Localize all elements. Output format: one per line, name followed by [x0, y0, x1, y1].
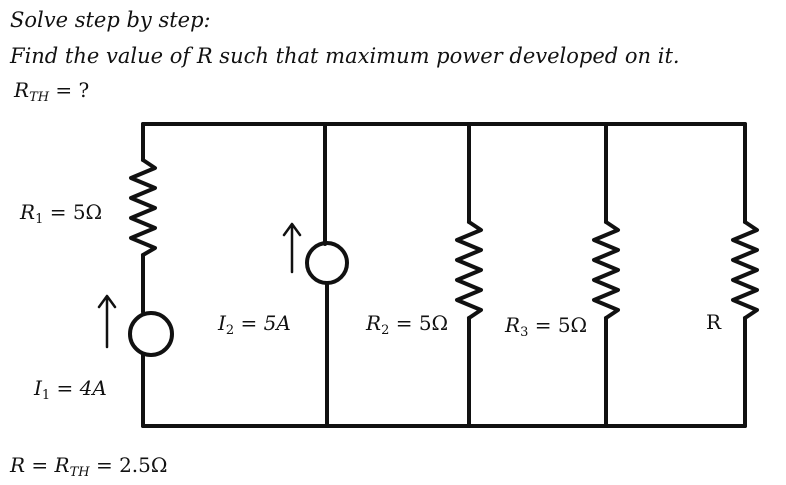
rth-question: RTH = ? [14, 78, 90, 105]
r-load-label: R [706, 310, 722, 334]
r1-resistor [129, 158, 157, 257]
r2-label: R2 = 5Ω [366, 311, 449, 338]
r1-label: R1 = 5Ω [20, 200, 103, 227]
r-load-resistor [731, 220, 759, 320]
answer-text: R = RTH = 2.5Ω [10, 453, 168, 480]
r2-resistor [455, 220, 483, 320]
i1-current-source [128, 311, 174, 357]
instruction-text: Solve step by step: [10, 8, 211, 32]
i1-arrow-icon [97, 294, 117, 349]
question-text: Find the value of R such that maximum po… [10, 44, 680, 68]
i2-arrow-icon [282, 222, 302, 274]
i2-current-source [305, 241, 349, 285]
r3-resistor [592, 220, 620, 320]
i2-label: I2 = 5A [218, 311, 291, 338]
i1-label: I1 = 4A [34, 376, 107, 403]
r3-label: R3 = 5Ω [505, 313, 588, 340]
